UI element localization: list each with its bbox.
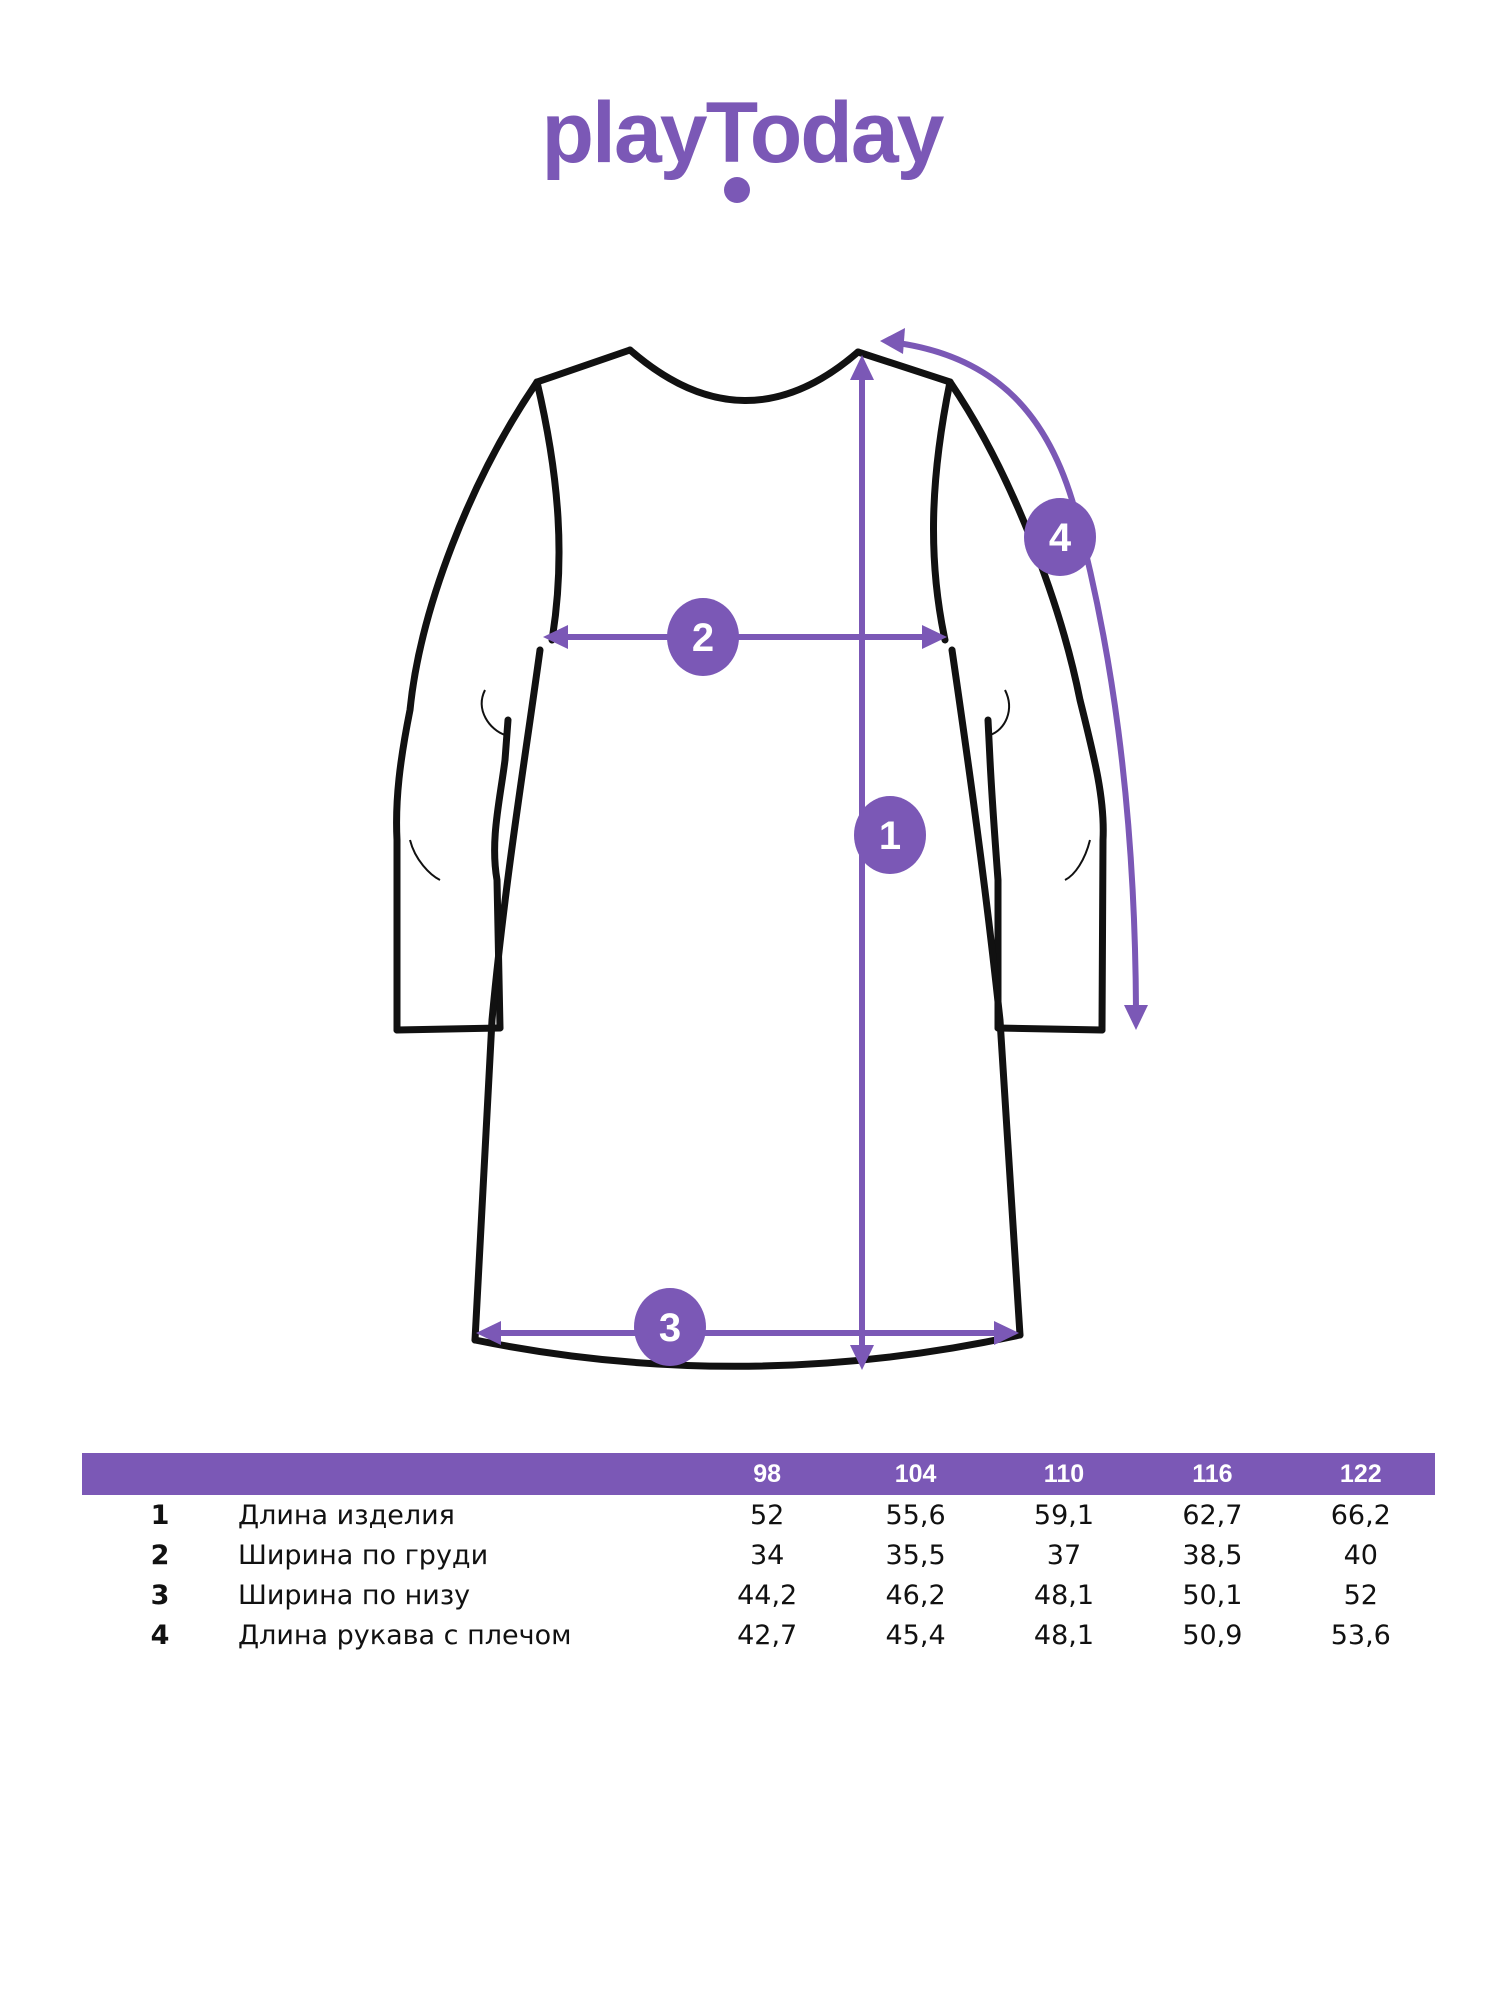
dress-diagram: 1 2 3 4 <box>393 328 1148 1370</box>
row-label: Длина изделия <box>237 1499 455 1531</box>
row-label: Ширина по низу <box>237 1579 471 1611</box>
marker-1: 1 <box>854 796 926 874</box>
sleeve-line <box>887 339 1139 1013</box>
row-value: 55,6 <box>885 1499 946 1531</box>
length-arrow-top <box>850 355 874 380</box>
row-value: 59,1 <box>1033 1499 1095 1531</box>
left-sleeve-outer <box>393 378 541 1034</box>
row-value: 52 <box>1343 1579 1378 1611</box>
size-table: 98 104 110 116 122 1 Длина изделия 52 55… <box>82 1453 1435 1655</box>
right-side-seam <box>948 646 1024 1339</box>
right-sleeve-inner <box>984 716 1002 1032</box>
dress-outline <box>393 346 1107 1370</box>
table-row: 3 Ширина по низу 44,2 46,2 48,1 50,1 52 <box>82 1575 1435 1615</box>
header-size: 104 <box>841 1453 990 1495</box>
row-value: 37 <box>1046 1539 1082 1571</box>
size-table-header: 98 104 110 116 122 <box>82 1453 1435 1495</box>
row-value: 45,4 <box>885 1619 946 1651</box>
row-value: 50,9 <box>1182 1619 1243 1651</box>
row-value: 62,7 <box>1182 1499 1243 1531</box>
left-shoulder <box>533 346 634 386</box>
row-value: 34 <box>749 1539 785 1571</box>
marker-3-label: 3 <box>659 1306 681 1350</box>
right-shoulder <box>854 348 954 386</box>
right-cuff <box>994 1024 1106 1034</box>
row-value: 53,6 <box>1330 1619 1391 1651</box>
row-number: 4 <box>150 1619 170 1651</box>
header-size: 116 <box>1138 1453 1287 1495</box>
measurement-lines <box>476 328 1148 1370</box>
hem-arrow-right <box>994 1321 1019 1345</box>
row-value: 52 <box>749 1499 785 1531</box>
marker-2-label: 2 <box>692 616 714 660</box>
sleeve-arrow-top <box>880 328 905 354</box>
chest-arrow-left <box>543 625 568 649</box>
table-row: 1 Длина изделия 52 55,6 59,1 62,7 66,2 <box>82 1495 1435 1535</box>
row-value: 48,1 <box>1033 1579 1095 1611</box>
row-value: 46,2 <box>885 1579 946 1611</box>
header-size: 98 <box>692 1453 842 1495</box>
row-value: 35,5 <box>885 1539 946 1571</box>
brand-logo: playToday <box>542 90 947 203</box>
fold-marks <box>409 689 1091 881</box>
table-row: 2 Ширина по груди 34 35,5 37 38,5 40 <box>82 1535 1435 1575</box>
table-row: 4 Длина рукава с плечом 42,7 45,4 48,1 5… <box>82 1615 1435 1655</box>
marker-4-label: 4 <box>1049 516 1072 560</box>
row-value: 66,2 <box>1330 1499 1391 1531</box>
left-cuff <box>393 1024 504 1034</box>
row-number: 1 <box>150 1499 170 1531</box>
length-arrow-bottom <box>850 1345 874 1370</box>
left-sleeve-inner <box>491 716 512 1032</box>
row-label: Ширина по груди <box>237 1539 489 1571</box>
row-value: 40 <box>1343 1539 1378 1571</box>
marker-2: 2 <box>667 598 739 676</box>
left-armhole <box>533 378 563 644</box>
header-size: 110 <box>989 1453 1139 1495</box>
marker-4: 4 <box>1024 498 1096 576</box>
right-sleeve-outer <box>946 378 1107 1034</box>
hem-arrow-left <box>476 1321 501 1345</box>
left-side-seam <box>471 646 544 1344</box>
brand-logo-dot <box>724 177 750 203</box>
row-number: 3 <box>150 1579 170 1611</box>
marker-1-label: 1 <box>879 814 901 858</box>
chest-arrow-right <box>922 625 947 649</box>
row-label: Длина рукава с плечом <box>237 1619 572 1651</box>
header-num <box>82 1453 238 1495</box>
row-value: 42,7 <box>737 1619 798 1651</box>
row-value: 38,5 <box>1182 1539 1243 1571</box>
neckline <box>626 346 862 404</box>
marker-3: 3 <box>634 1288 706 1366</box>
row-value: 48,1 <box>1033 1619 1095 1651</box>
header-label <box>237 1453 693 1495</box>
row-number: 2 <box>150 1539 170 1571</box>
right-armhole <box>930 378 954 644</box>
brand-logo-text: playToday <box>542 90 945 181</box>
row-value: 50,1 <box>1182 1579 1243 1611</box>
sleeve-arrow-bottom <box>1124 1005 1148 1030</box>
header-size: 122 <box>1286 1453 1435 1495</box>
hem <box>471 1331 1024 1370</box>
row-value: 44,2 <box>737 1579 798 1611</box>
measurement-markers: 1 2 3 4 <box>634 498 1096 1366</box>
